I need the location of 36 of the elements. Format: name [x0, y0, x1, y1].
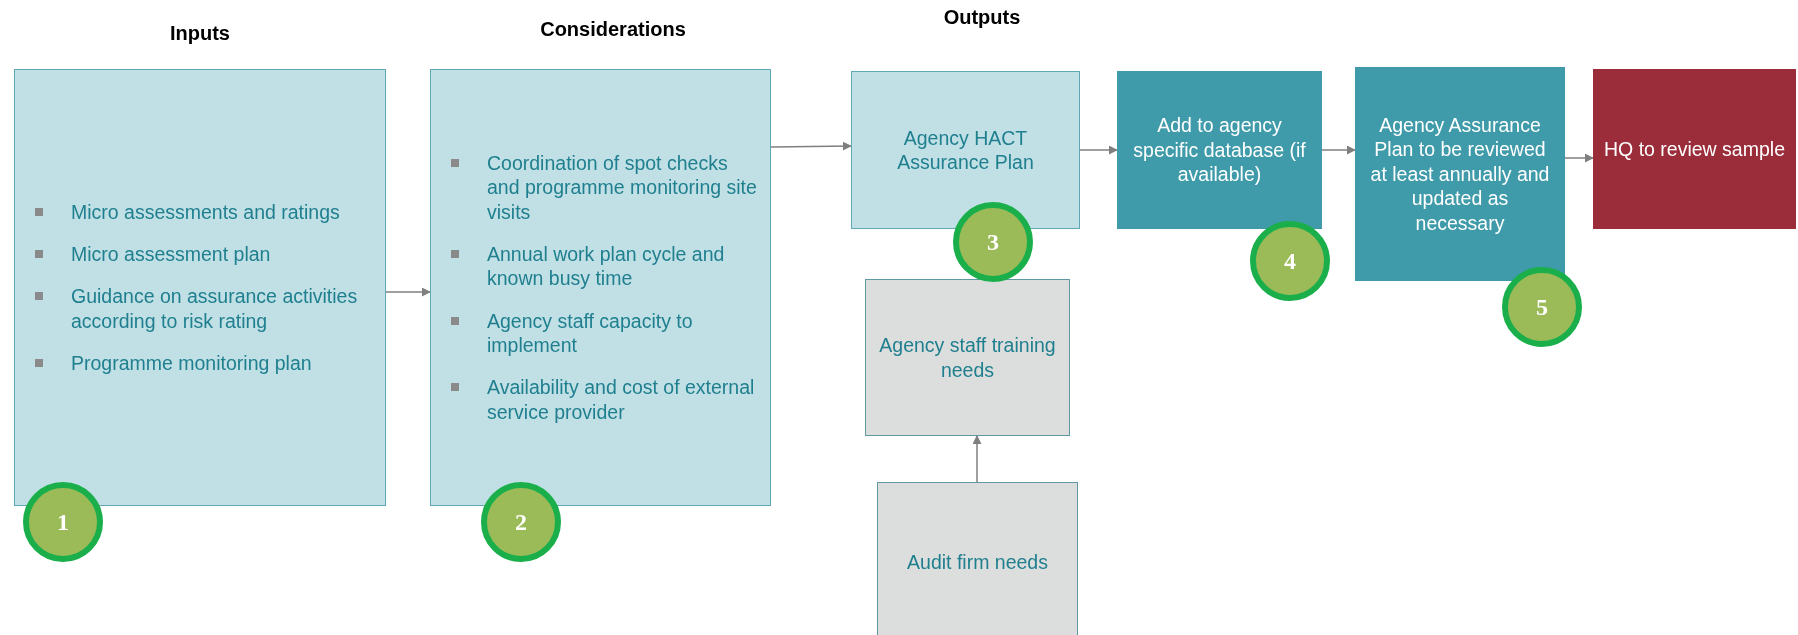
- list-item: Availability and cost of external service provider: [487, 376, 755, 423]
- column-heading: Inputs: [170, 22, 230, 45]
- process-box: [865, 279, 1070, 436]
- number-label: 3: [986, 228, 1000, 257]
- arrow: [1079, 145, 1118, 155]
- number-label: 2: [514, 508, 528, 537]
- arrow: [1321, 145, 1356, 155]
- box-text: Agency HACT Assurance Plan: [896, 125, 1035, 175]
- arrow: [972, 435, 982, 483]
- process-box: [14, 69, 386, 506]
- arrow: [385, 287, 431, 297]
- process-box: [877, 482, 1078, 635]
- box-text: Agency Assurance Plan to be reviewed at least annually and updated as necessary: [1369, 113, 1551, 235]
- arrow: [1564, 153, 1594, 163]
- number-label: 1: [56, 508, 70, 537]
- box-text: Agency staff training needs: [878, 333, 1057, 382]
- list-item: Agency staff capacity to implement: [487, 309, 693, 357]
- list-item: Micro assessments and ratings: [71, 200, 340, 223]
- arrow: [770, 141, 852, 151]
- output-box: [1593, 69, 1796, 229]
- process-box: [430, 69, 771, 506]
- column-heading: Considerations: [540, 18, 686, 41]
- list-item: Micro assessment plan: [71, 242, 271, 265]
- number-label: 5: [1535, 293, 1549, 322]
- box-text: Add to agency specific database (if available): [1132, 113, 1307, 187]
- process-box: [1117, 71, 1322, 229]
- list-item: Annual work plan cycle and known busy time: [487, 242, 725, 290]
- process-box: [851, 71, 1080, 229]
- number-label: 4: [1283, 247, 1297, 276]
- box-text: HQ to review sample: [1603, 136, 1786, 162]
- list-item: Guidance on assurance activities according to risk rating: [71, 285, 358, 332]
- box-text: Audit firm needs: [906, 549, 1049, 575]
- list-item: Programme monitoring plan: [71, 352, 312, 375]
- process-box: [1355, 67, 1565, 281]
- column-heading: Outputs: [943, 6, 1021, 29]
- list-item: Coordination of spot checks and programme monitoring site visits: [487, 151, 757, 223]
